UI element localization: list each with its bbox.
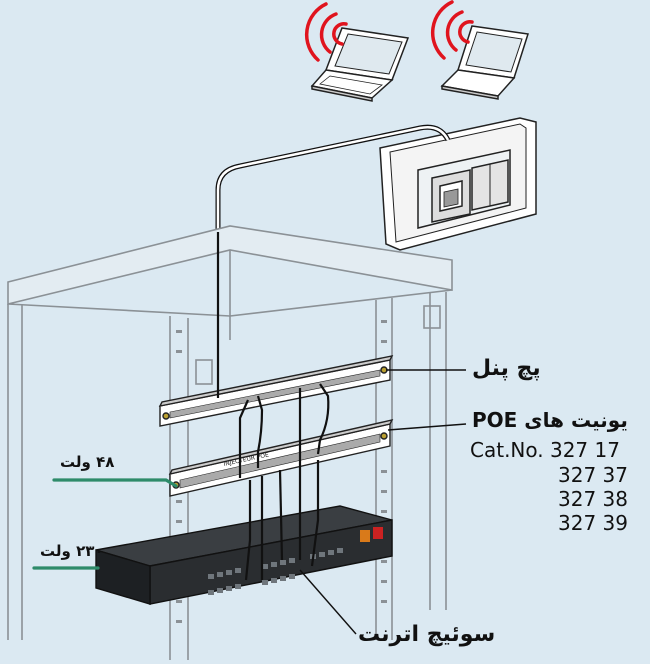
network-cable (215, 124, 451, 232)
rack-post-holes (176, 320, 387, 623)
laptop-2 (440, 25, 529, 100)
cat-code-4: 327 39 (558, 511, 628, 535)
poe-units-label: یونیت های POE (472, 408, 628, 432)
cat-no-label: Cat.No. 327 17 (470, 438, 620, 462)
cat-code-2: 327 37 (558, 463, 628, 487)
ethernet-switch (95, 505, 393, 605)
patch-panel (158, 355, 394, 427)
poe-injector-panel (168, 418, 394, 497)
wall-outlet (379, 117, 537, 251)
ethernet-switch-label: سوئیچ اترنت (358, 622, 496, 647)
laptop-1 (310, 27, 410, 102)
cat-code-3: 327 38 (558, 487, 628, 511)
voltage-48-label: ۴۸ ولت (60, 453, 115, 471)
patch-cords (216, 232, 330, 581)
voltage-230-label: ۲۳۰ ولت (40, 542, 104, 560)
wifi-icon (430, 0, 474, 60)
leader-lines (299, 369, 467, 635)
server-rack (7, 225, 453, 660)
patch-panel-label: پچ پنل (472, 356, 541, 381)
power-cable-48v (52, 478, 178, 488)
wifi-icon (304, 2, 348, 62)
switch-ports (208, 548, 343, 595)
